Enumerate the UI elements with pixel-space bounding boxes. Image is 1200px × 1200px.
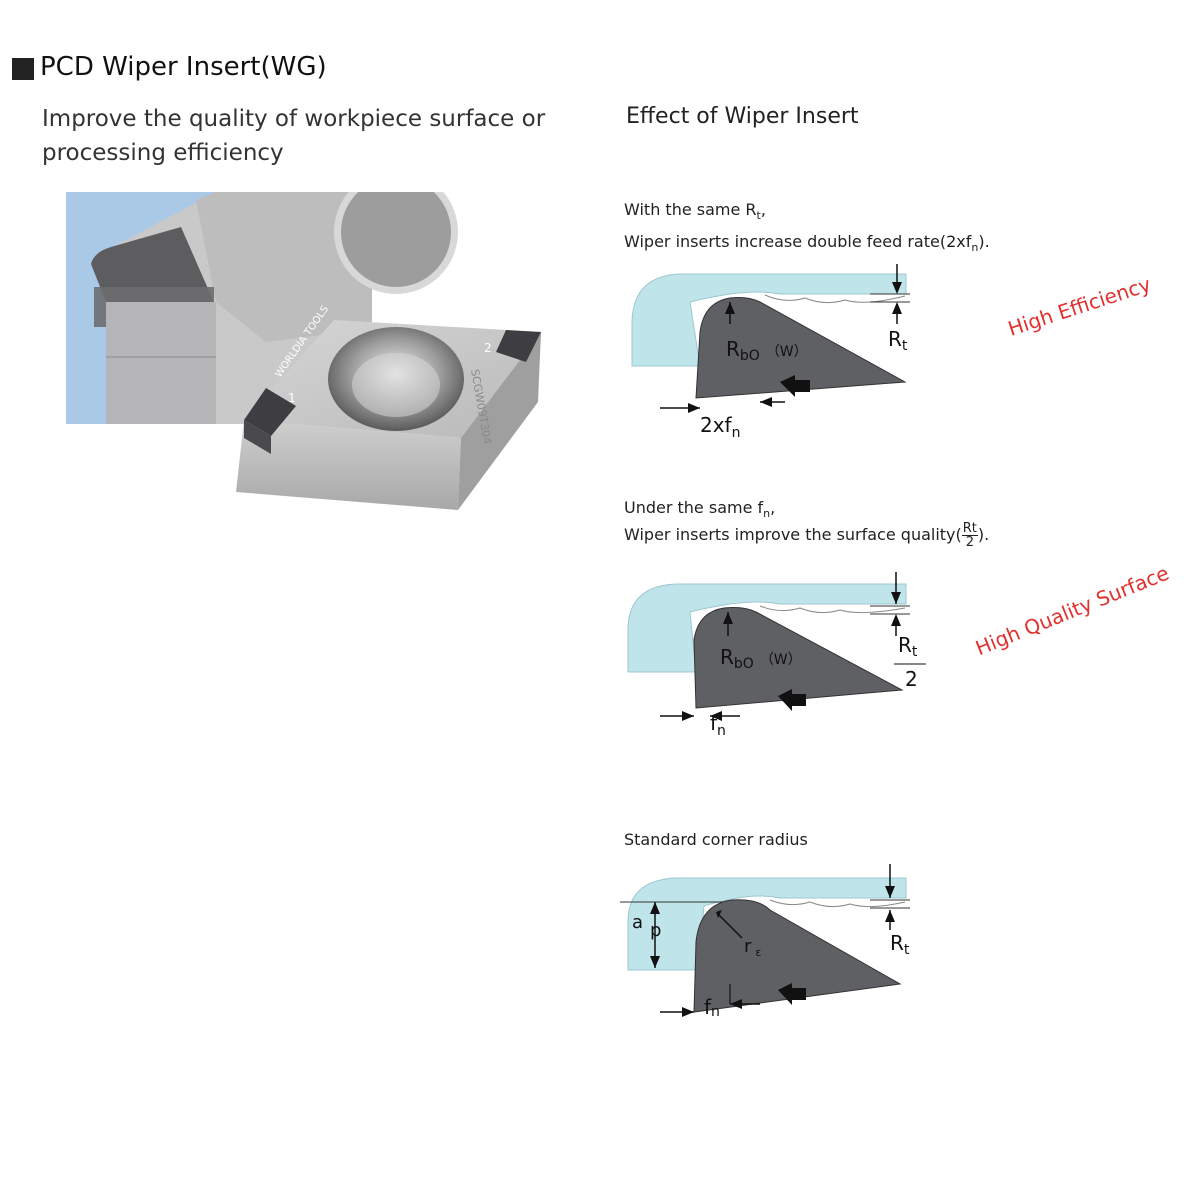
wiper-feed-diagram: RbO（W） Rt 2xfn — [631, 264, 910, 441]
feed-label-3: fn — [704, 995, 720, 1020]
corner-number-2: 2 — [484, 341, 492, 355]
title-marker — [12, 58, 34, 80]
high-efficiency-tag: High Efficiency — [1005, 272, 1154, 341]
product-image: WORLDIA TOOLS SCGW09T304 1 2 — [66, 192, 541, 510]
section1-line1: With the same Rt, — [624, 200, 766, 223]
section2-line2: Wiper inserts improve the surface qualit… — [624, 521, 990, 550]
feed-label: 2xfn — [700, 413, 740, 441]
section2-line1: Under the same fn, — [624, 498, 776, 521]
rt-label-2: Rt — [898, 633, 918, 660]
high-quality-surface-tag: High Quality Surface — [972, 560, 1173, 661]
effect-heading: Effect of Wiper Insert — [626, 104, 859, 129]
rt-label-3: Rt — [890, 931, 910, 958]
page-title: PCD Wiper Insert(WG) — [40, 52, 327, 82]
rbo-label-2: RbO（W） — [720, 645, 802, 672]
corner-number-1: 1 — [288, 391, 296, 405]
rt-den-label: 2 — [905, 667, 918, 691]
rt-label: Rt — [888, 327, 908, 354]
section1-line2: Wiper inserts increase double feed rate(… — [624, 232, 990, 255]
feed-label-2: fn — [710, 711, 726, 739]
wiper-quality-diagram: RbO（W） Rt 2 fn — [627, 572, 926, 739]
ap-a-label: a — [632, 912, 643, 933]
rbo-label: RbO（W） — [726, 337, 808, 364]
section3-caption: Standard corner radius — [624, 830, 808, 849]
page-subtitle: Improve the quality of workpiece surface… — [42, 106, 546, 166]
ap-p-label: p — [650, 920, 661, 941]
